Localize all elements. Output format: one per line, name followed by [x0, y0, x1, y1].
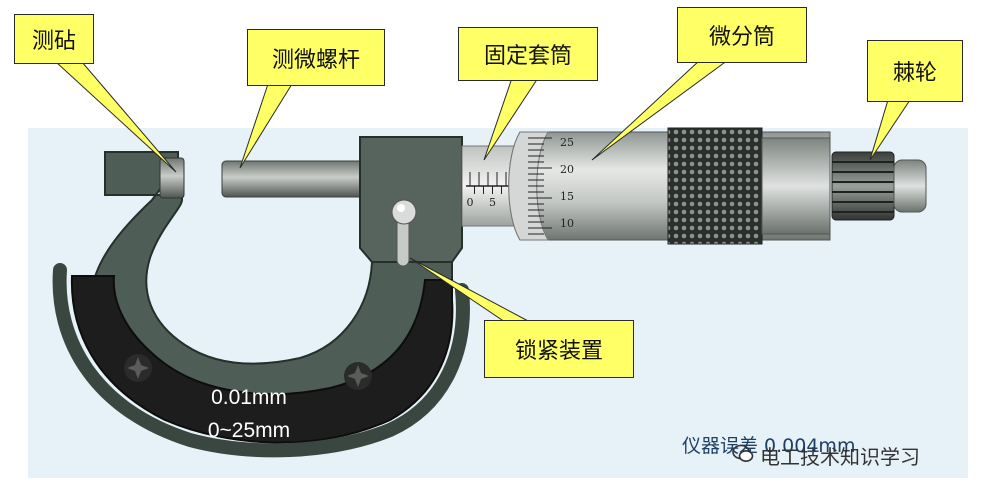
ratchet-ridges — [832, 161, 894, 213]
rivet-right-icon — [344, 362, 372, 390]
callout-spindle: 测微螺杆 — [247, 29, 385, 86]
thimble-tick-label: 20 — [560, 163, 574, 176]
frame-resolution-text: 0.01mm — [211, 386, 287, 409]
wechat-logo-icon — [732, 444, 754, 462]
frame-range-text: 0~25mm — [207, 419, 291, 442]
ratchet-cap — [893, 159, 927, 213]
thimble-tick-label: 10 — [560, 217, 574, 230]
anvil — [159, 157, 185, 199]
spindle — [221, 160, 368, 198]
lock-lever — [391, 199, 417, 267]
barrel-housing — [359, 136, 463, 263]
rivet-left-icon — [124, 354, 152, 382]
callout-sleeve: 固定套筒 — [458, 27, 598, 81]
frame-inner-panel — [70, 275, 454, 444]
end-cap — [761, 137, 831, 235]
instrument-error-note: 仪器误差 0.004mm — [682, 435, 856, 457]
thimble-tick-label: 25 — [560, 136, 574, 149]
callout-anvil: 测砧 — [14, 14, 94, 64]
callout-lock: 锁紧装置 — [484, 320, 634, 378]
knurled-grip — [667, 127, 763, 245]
sleeve-tick-label: 5 — [489, 196, 496, 209]
thimble-scale: 25 20 15 10 — [528, 136, 574, 235]
callout-ratchet: 棘轮 — [867, 40, 963, 102]
sleeve-tick-label: 0 — [467, 196, 474, 209]
watermark-text: 电工技术知识学习 — [760, 445, 920, 469]
callout-thimble: 微分筒 — [677, 7, 807, 63]
thimble-tick-label: 15 — [560, 190, 574, 203]
frame-bevel — [52, 263, 470, 458]
